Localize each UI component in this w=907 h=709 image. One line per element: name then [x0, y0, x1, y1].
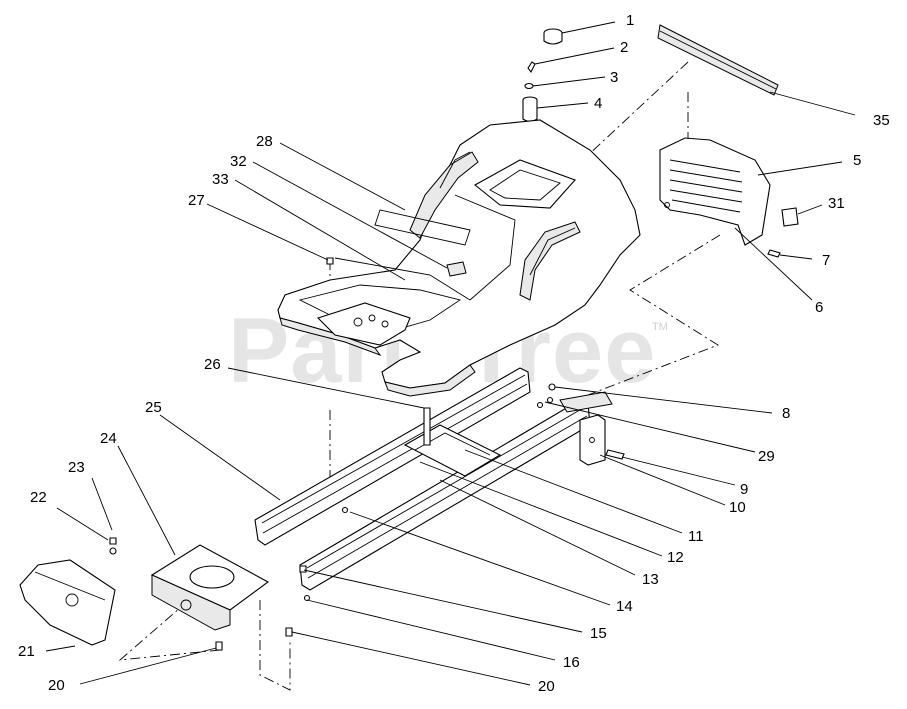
part-24-hitch-plate: [150, 544, 270, 631]
callout-5: 5: [853, 152, 861, 169]
frame-rail-left-25: [254, 367, 531, 546]
part-29-cross-tube: [559, 391, 613, 413]
callout-11: 11: [688, 528, 704, 545]
part-21-front-bracket: [19, 559, 116, 646]
callout-2: 2: [620, 39, 628, 56]
callout-35: 35: [873, 112, 890, 129]
part-9-bolt: [605, 449, 625, 460]
part-32-plug: [446, 261, 467, 277]
part-5-grille: [659, 137, 771, 246]
callout-25: 25: [145, 399, 162, 416]
part-10-bracket: [579, 414, 606, 466]
callout-14: 14: [616, 598, 633, 615]
callout-9: 9: [740, 481, 748, 498]
leader-lines: [45, 21, 856, 686]
part-4-sleeve: [522, 96, 538, 123]
callout-31: 31: [828, 195, 845, 212]
part-26-bolt: [423, 407, 431, 446]
callout-20-front: 20: [48, 677, 65, 694]
callout-27: 27: [188, 192, 205, 209]
callout-22: 22: [30, 489, 47, 506]
callout-13: 13: [642, 571, 659, 588]
callout-28: 28: [256, 133, 273, 150]
callout-6: 6: [815, 299, 823, 316]
part-31-decal: [781, 207, 799, 227]
callout-10: 10: [729, 499, 746, 516]
part-33-plate: [316, 302, 411, 346]
callout-26: 26: [204, 356, 221, 373]
part-27-bolt: [326, 257, 334, 265]
callout-labels: 1 2 3 4 5 6 7 8 9 10 11 12 13 14 15 16 2…: [18, 12, 890, 695]
callout-12: 12: [667, 549, 684, 566]
part-8-washer: [548, 383, 556, 391]
callout-3: 3: [610, 69, 618, 86]
callout-24: 24: [100, 430, 117, 447]
callout-29: 29: [758, 448, 775, 465]
part-3-washer: [524, 82, 534, 90]
callout-7: 7: [822, 252, 830, 269]
callout-4: 4: [594, 95, 602, 112]
callout-16: 16: [563, 654, 580, 671]
callout-1: 1: [626, 12, 634, 29]
part-1-cap: [543, 28, 563, 45]
callout-23: 23: [68, 459, 85, 476]
part-35-bar: [657, 24, 779, 96]
part-7-screw: [767, 249, 781, 258]
callout-21: 21: [18, 643, 35, 660]
watermark-trademark: TM: [652, 321, 668, 333]
part-2-pin: [527, 61, 536, 74]
callout-15: 15: [590, 625, 607, 642]
callout-8: 8: [782, 405, 790, 422]
callout-20-rear: 20: [538, 678, 555, 695]
callout-33: 33: [212, 171, 229, 188]
callout-32: 32: [230, 153, 247, 170]
small-hardware: [109, 396, 554, 651]
